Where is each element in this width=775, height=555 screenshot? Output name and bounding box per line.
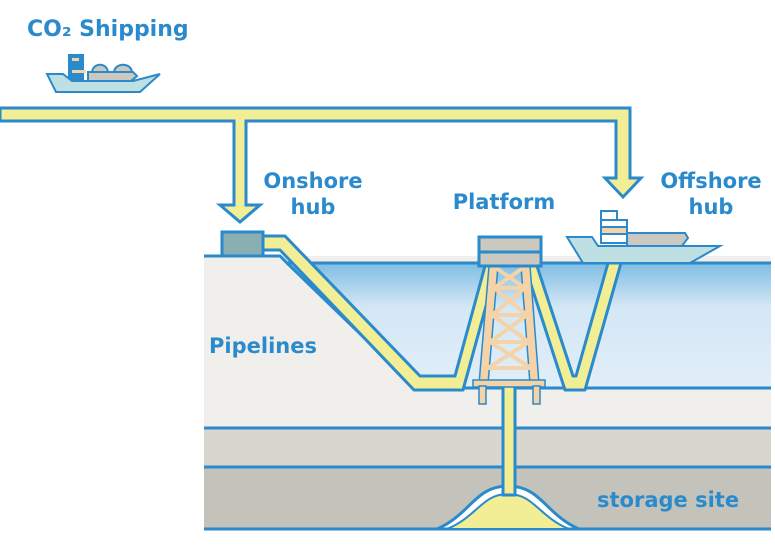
offshore-hub-label-line2: hub: [688, 195, 734, 219]
co2-transport-pipeline: [0, 106, 645, 224]
offshore-hub-label-line1: Offshore: [660, 169, 762, 193]
pipelines-label: Pipelines: [209, 334, 317, 358]
ground-middle-layer: [204, 428, 771, 467]
co2-shipping-ship: [45, 54, 161, 93]
injection-well: [501, 383, 517, 497]
offshore-hub-ship: [565, 210, 724, 264]
onshore-hub-label: Onshore hub: [263, 168, 362, 220]
onshore-hub-facility: [220, 230, 265, 258]
storage-site-label: storage site: [597, 488, 740, 512]
platform-label: Platform: [452, 190, 556, 214]
offshore-hub-label: Offshore hub: [660, 168, 761, 220]
onshore-hub-label-line2: hub: [290, 195, 336, 219]
platform-deck: [477, 235, 543, 268]
co2-shipping-label: CO₂ Shipping: [27, 17, 189, 42]
onshore-hub-label-line1: Onshore: [263, 169, 363, 193]
